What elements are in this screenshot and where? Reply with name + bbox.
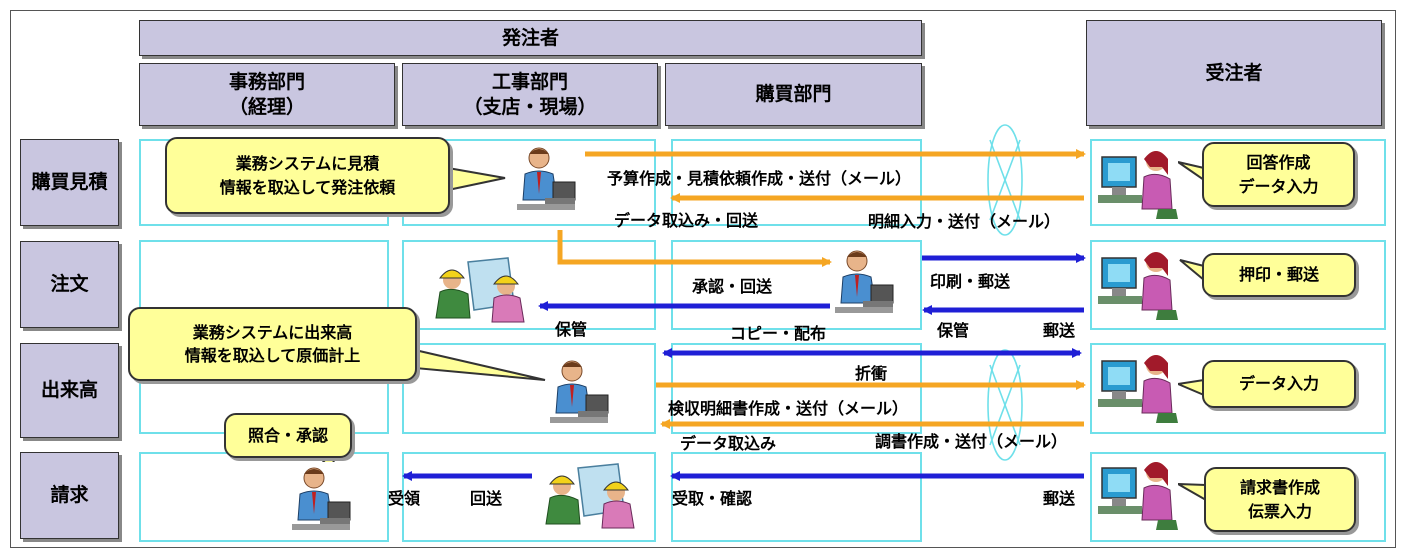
label-budget-request: 予算作成・見積依頼作成・送付（メール）	[607, 169, 912, 188]
contractor-operator-icon-3	[1097, 348, 1179, 426]
header-dept-purchasing: 購買部門	[665, 63, 922, 126]
header-orderer: 発注者	[139, 20, 922, 56]
callout-data-entry: データ入力	[1202, 360, 1356, 408]
label-print-mail: 印刷・郵送	[930, 272, 1011, 291]
header-dept-construction: 工事部門 （支店・現場）	[402, 63, 658, 126]
label-receive-confirm: 受取・確認	[672, 489, 753, 508]
callout-tail-invoice	[1177, 483, 1207, 502]
label-data-import: データ取込み	[680, 434, 777, 453]
person-accountant-icon	[289, 461, 353, 535]
callout-check-approve: 照合・承認	[224, 413, 352, 458]
callout-tail-estimate	[447, 166, 506, 192]
label-mail-2: 郵送	[1043, 489, 1076, 508]
cell-progress-purchasing	[671, 343, 922, 434]
contractor-operator-icon-4	[1097, 455, 1179, 533]
row-header-order: 注文	[20, 241, 119, 328]
header-dept-admin: 事務部門 （経理）	[139, 63, 395, 126]
construction-workers-icon	[429, 251, 531, 325]
callout-estimate-import: 業務システムに見積 情報を取込して発注依頼	[165, 137, 450, 214]
person-clerk-icon	[514, 141, 578, 215]
label-mail-1: 郵送	[1043, 321, 1076, 340]
callout-tail-data	[1174, 378, 1205, 397]
callout-tail-stamp	[1179, 259, 1205, 283]
arrow-approve-route	[557, 230, 832, 267]
label-copy-distribute: コピー・配布	[730, 324, 827, 343]
label-detail-input: 明細入力・送付（メール）	[868, 212, 1061, 231]
label-keep-1: 保管	[555, 320, 588, 339]
cell-invoice-purchasing	[671, 452, 922, 542]
label-approve-return: 承認・回送	[692, 277, 773, 296]
diagram-frame	[10, 10, 1396, 548]
header-contractor: 受注者	[1086, 20, 1382, 126]
label-negotiate: 折衝	[855, 364, 888, 383]
contractor-operator-icon-2	[1097, 245, 1179, 323]
person-buyer-icon	[832, 244, 896, 318]
callout-tail-progress	[414, 348, 546, 381]
contractor-operator-icon	[1097, 144, 1179, 222]
callout-invoice-create: 請求書作成 伝票入力	[1204, 467, 1356, 532]
row-header-invoice: 請求	[20, 452, 119, 539]
label-return: 回送	[470, 489, 503, 508]
label-statement-create: 調書作成・送付（メール）	[875, 432, 1068, 451]
callout-tail-answer	[1177, 161, 1205, 182]
callout-answer-create: 回答作成 データ入力	[1202, 142, 1355, 207]
callout-progress-import: 業務システムに出来高 情報を取込して原価計上	[128, 307, 417, 381]
label-keep-2: 保管	[937, 321, 970, 340]
person-site-staff-icon	[547, 354, 611, 428]
label-receive: 受領	[388, 489, 421, 508]
construction-workers-icon-2	[539, 457, 641, 531]
callout-stamp-mail: 押印・郵送	[1202, 253, 1356, 297]
row-header-estimate: 購買見積	[20, 139, 119, 226]
label-inspection-create: 検収明細書作成・送付（メール）	[668, 399, 909, 418]
row-header-progress: 出来高	[20, 343, 119, 438]
label-data-import-return: データ取込み・回送	[614, 211, 759, 230]
